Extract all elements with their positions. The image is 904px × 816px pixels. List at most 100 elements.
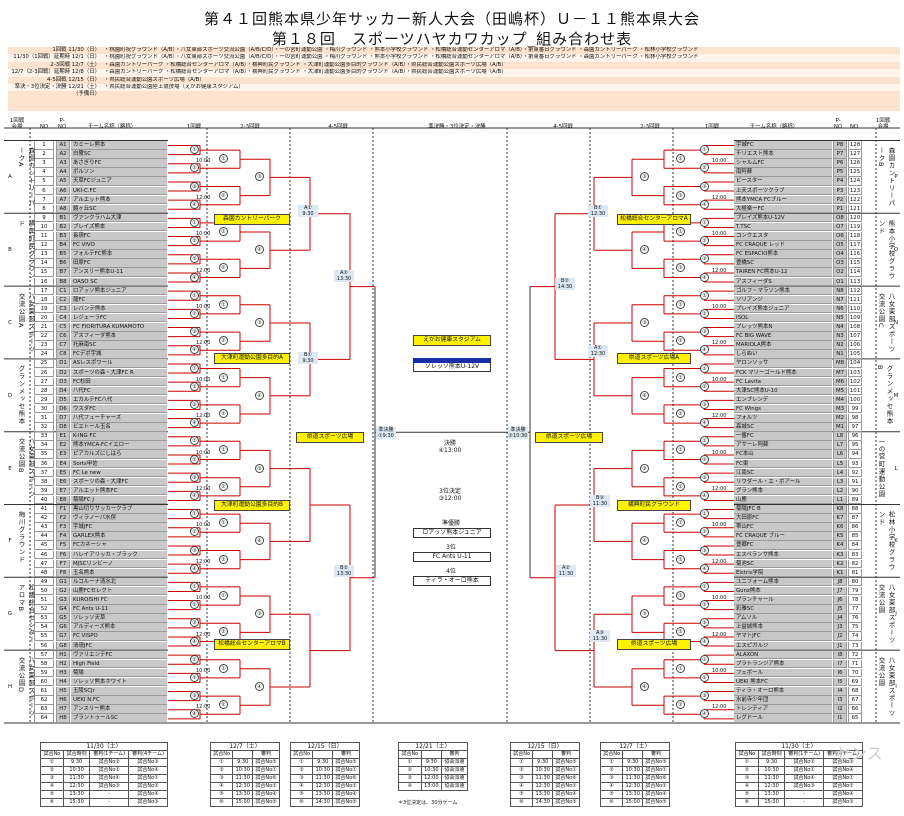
team-pno: A5 [56, 177, 70, 186]
team-name: アンスリー熊本U-11 [71, 268, 167, 277]
table-cell: 試合No② [642, 782, 670, 791]
venue-tag: 大津町運動公園多目的B [214, 500, 290, 511]
team-name: UEKI N.FC [71, 696, 167, 705]
table-cell: ② [509, 766, 534, 775]
team-name: アスフィーダ熊本 [71, 332, 167, 341]
team-name: 南阿蘇 [734, 168, 832, 177]
team-pno: A4 [56, 168, 70, 177]
team-name: FC FIORITURA KUMAMOTO [71, 323, 167, 332]
team-name: 大田原FC [734, 514, 832, 523]
team-pno: F8 [56, 568, 70, 578]
match-number: ② [676, 481, 685, 491]
match-number: ④ [640, 682, 649, 691]
team-pno: M3 [833, 404, 847, 414]
table-cell: 9:30 [757, 758, 786, 767]
group-letter: N [893, 320, 899, 326]
team-no: 43 [34, 523, 54, 532]
team-pno: N5 [833, 313, 847, 323]
team-name: アスフィーダS [734, 277, 832, 287]
table-cell: 11:30 [312, 774, 334, 783]
team-pno: A2 [56, 150, 70, 159]
team-no: 72 [848, 650, 862, 660]
table-cell: 13:30 [532, 790, 554, 799]
table-cell: 15:30 [62, 798, 91, 807]
team-name: レバンテ熊本 [71, 304, 167, 314]
team-name: 菊陽 [71, 668, 167, 678]
table-cell: 9:30 [532, 758, 554, 767]
table-cell: 試合No④ [823, 766, 863, 775]
team-name: ソレッソ天草 [71, 614, 167, 623]
table-header: 試合No [398, 750, 422, 759]
team-name: 山鹿 [734, 495, 832, 505]
table-header [312, 750, 334, 759]
team-no: 31 [34, 414, 54, 423]
table-cell: 試合No③ [128, 798, 168, 807]
schedule-row: 2-3回戦 12/7（土）・森園カントリーパーク ・松橋総合センターアロマ（A/… [8, 62, 900, 69]
result-team: ティラ・オーロ熊本 [413, 576, 491, 586]
table-cell: 9:30 [232, 758, 254, 767]
team-name: 上天スポーツクラブ [734, 186, 832, 196]
match-number: ③ [700, 618, 709, 628]
match-number: ③ [640, 463, 649, 473]
team-name: ソリアンジ [734, 295, 832, 305]
match-time: 10:00 [712, 595, 727, 602]
team-pno: O7 [833, 222, 847, 232]
match-number: ① [190, 290, 199, 300]
group-venue: 森園カントリーパークB [877, 147, 895, 207]
team-no: 56 [34, 641, 54, 651]
team-no: 106 [848, 341, 862, 350]
match-number: ① [676, 445, 685, 455]
team-pno: J5 [833, 605, 847, 614]
team-no: 117 [848, 241, 862, 250]
team-name: 鏡ヶ丘SC [71, 204, 167, 214]
match-number: ② [700, 600, 709, 610]
table-cell: ④ [289, 782, 314, 791]
team-no: 79 [848, 586, 862, 596]
team-name: 長嶺FC [71, 232, 167, 241]
round-match: A③ 11:30 [590, 630, 610, 642]
team-no: 45 [34, 541, 54, 550]
table-cell: ① [209, 758, 234, 767]
table-cell: 12:00 [420, 774, 442, 783]
team-pno: A1 [56, 141, 70, 150]
match-number: ④ [700, 199, 709, 209]
match-time: 12:00 [196, 194, 211, 201]
column-header: 2-3回戦 [640, 124, 660, 130]
column-header: P- NO [57, 118, 67, 131]
team-no: 100 [848, 395, 862, 405]
team-name: 熊本YMCA FCブルー [734, 195, 832, 205]
team-no: 99 [848, 404, 862, 414]
match-number: ② [676, 409, 685, 418]
team-name: FCK マリーゴールド熊本 [734, 368, 832, 378]
match-number: ② [219, 409, 228, 418]
team-name: チリエスト熊本 [734, 150, 832, 159]
team-name: 黒山切りサッカークラブ [71, 505, 167, 514]
group-venue: 一の宮町運動公園 [877, 438, 885, 499]
schedule-venues: ・県民総合運動公園スポーツ広場（A/B） [104, 76, 205, 83]
table-cell: ② [398, 766, 422, 775]
schedule-row: 1回戦 11/30（日）・桃園町祝グラウンド（A/B）・八女東部スポーツ交流公園… [8, 47, 900, 54]
team-name: エカルテFC八代 [71, 395, 167, 405]
match-number: ② [190, 163, 199, 173]
team-pno: E2 [56, 441, 70, 450]
match-number: ④ [190, 272, 199, 282]
group-letter: H [7, 684, 13, 690]
team-pno: O4 [833, 250, 847, 259]
table-cell: 12:30 [312, 782, 334, 791]
table-cell: 試合No② [89, 758, 130, 767]
table-cell: 試合No① [784, 766, 825, 775]
team-no: 89 [848, 495, 862, 505]
match-number: ④ [190, 199, 199, 209]
team-no: 28 [34, 386, 54, 396]
match-time: 10:00 [196, 158, 211, 165]
team-pno: N6 [833, 304, 847, 314]
table-cell: ① [40, 758, 64, 767]
team-no: 7 [34, 195, 54, 205]
schedule-row: （予備日） [8, 91, 900, 98]
table-cell: 試合No① [552, 766, 580, 775]
